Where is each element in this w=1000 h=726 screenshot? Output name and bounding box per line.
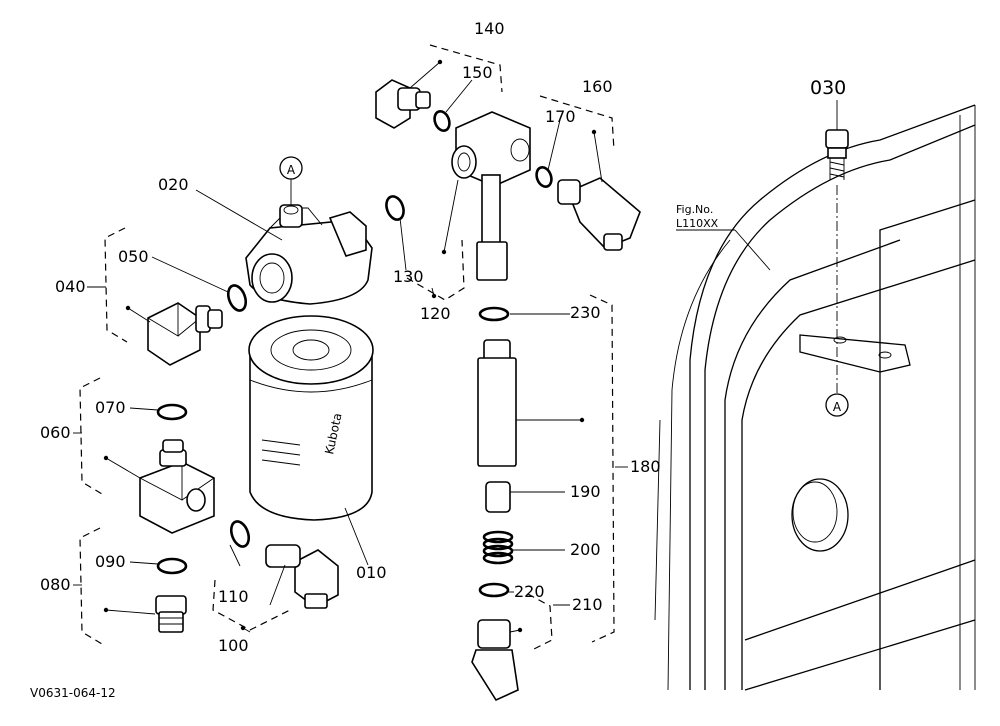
- elbow-140: [375, 79, 431, 129]
- label-130: 130: [393, 267, 424, 286]
- fig-reference: Fig.No. L110XX: [676, 203, 719, 230]
- tee-060: [139, 439, 215, 534]
- label-140: 140: [474, 19, 505, 38]
- label-030: 030: [810, 77, 846, 99]
- label-170: 170: [545, 107, 576, 126]
- label-230: 230: [570, 303, 601, 322]
- assembly-brackets: [79, 44, 615, 651]
- part-number-labels: 020 050 040 070 060 090 080 110 100 010 …: [40, 19, 846, 655]
- filter-head-020: [245, 204, 373, 305]
- tube-180: [477, 339, 517, 467]
- adapter-080: [155, 595, 187, 633]
- block-160: [451, 111, 531, 281]
- label-190: 190: [570, 482, 601, 501]
- oil-filter-010: Kubota: [248, 315, 374, 521]
- detail-marker-frame: A: [825, 393, 849, 417]
- sensor-170: [557, 177, 641, 251]
- valve-190: [485, 481, 511, 513]
- label-150: 150: [462, 63, 493, 82]
- label-120: 120: [420, 304, 451, 323]
- label-090: 090: [95, 552, 126, 571]
- label-160: 160: [582, 77, 613, 96]
- label-110: 110: [218, 587, 249, 606]
- bolt-030: [825, 129, 849, 180]
- drawing-code: V0631-064-12: [30, 686, 116, 700]
- elbow-040: [147, 302, 223, 366]
- label-210: 210: [572, 595, 603, 614]
- fig-ref-line1: Fig.No.: [676, 203, 713, 216]
- label-220: 220: [514, 582, 545, 601]
- label-070: 070: [95, 398, 126, 417]
- elbow-100: [265, 544, 339, 609]
- label-100: 100: [218, 636, 249, 655]
- fitting-210: [471, 619, 519, 702]
- label-080: 080: [40, 575, 71, 594]
- label-040: 040: [55, 277, 86, 296]
- label-180: 180: [630, 457, 661, 476]
- detail-marker-a-frame: A: [833, 400, 842, 414]
- leader-dots: [103, 59, 597, 633]
- leader-lines: [73, 61, 838, 633]
- label-020: 020: [158, 175, 189, 194]
- spring-200: [482, 530, 514, 565]
- label-060: 060: [40, 423, 71, 442]
- detail-marker-a: A: [287, 163, 296, 177]
- tractor-frame: [654, 104, 976, 691]
- label-050: 050: [118, 247, 149, 266]
- detail-marker-head: A: [279, 156, 303, 180]
- label-200: 200: [570, 540, 601, 559]
- label-010: 010: [356, 563, 387, 582]
- o-rings: [156, 110, 553, 598]
- fig-ref-line2: L110XX: [676, 217, 719, 230]
